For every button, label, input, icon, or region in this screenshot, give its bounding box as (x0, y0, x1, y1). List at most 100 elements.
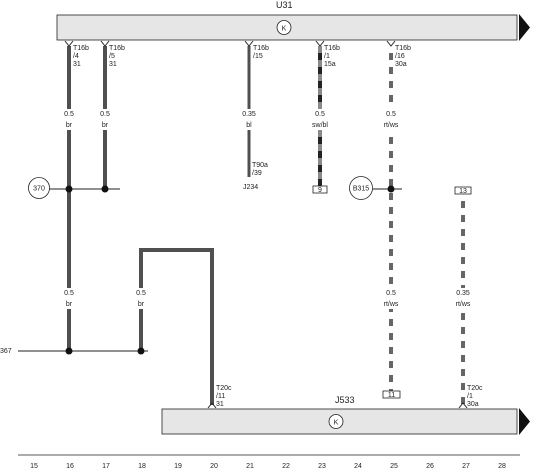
junction-dot (65, 347, 73, 355)
wire-size: 0.5 (386, 290, 396, 297)
j234-pin-label: /39 (252, 170, 262, 177)
junction-dot (65, 185, 73, 193)
ground-circle-b315 (349, 176, 373, 200)
pin-arrow-icon (458, 402, 468, 409)
wire-size: 0.5 (64, 111, 74, 118)
wire-color: sw/bl (312, 122, 328, 129)
pin-label: 30a (467, 401, 479, 408)
label-backing (377, 288, 405, 309)
column-number: 20 (210, 463, 218, 470)
connector-box-11-frame (382, 390, 401, 399)
pin-label: T20c (216, 385, 232, 392)
component-j533-symbol-icon (328, 414, 344, 429)
j234-label: J234 (243, 184, 258, 191)
pin-label: /16 (395, 53, 405, 60)
bottom-pin-labels: T20c /11 31 T20c /1 30a (216, 385, 483, 408)
junction-dot (137, 347, 145, 355)
pin-label: T16b (253, 45, 269, 52)
wire-color: br (66, 301, 73, 308)
pin-arrow-icon (64, 40, 74, 47)
column-number: 22 (282, 463, 290, 470)
label-backing (58, 109, 80, 130)
wire-size: 0.5 (64, 290, 74, 297)
wire-color: br (102, 122, 109, 129)
wire-size: 0.35 (242, 111, 256, 118)
ground-circle-370 (28, 177, 50, 199)
wire-size: 0.5 (386, 111, 396, 118)
pin-arrow-icon (207, 402, 217, 409)
wire-color: rt/ws (384, 301, 399, 308)
column-number: 27 (462, 463, 470, 470)
ground-point-370: 370 (28, 177, 50, 199)
top-pin-labels: T16b /4 31 T16b /5 31 T16b /15 T16b /1 1… (73, 45, 411, 68)
wire-color: rt/ws (456, 301, 471, 308)
wire-size: 0.5 (315, 111, 325, 118)
pin-arrow-icon (386, 40, 396, 47)
component-u31: K U31 (56, 0, 530, 41)
label-backing (94, 109, 116, 130)
upper-wire-labels: 0.5 br 0.5 br 0.35 bl 0.5 sw/bl 0.5 rt/w… (58, 109, 405, 130)
component-u31-symbol-icon (276, 20, 292, 35)
connector-box-11: 11 (382, 390, 401, 399)
junction-dot (387, 185, 395, 193)
junctions (65, 185, 395, 355)
j234-pin-label: T90a (252, 162, 268, 169)
side-label-367: 367 (0, 348, 12, 355)
label-backing (306, 109, 334, 130)
component-u31-label: U31 (276, 0, 293, 10)
pin-label: T16b (73, 45, 89, 52)
connector-box-11-label: 11 (388, 392, 395, 399)
connector-box-9-label: 9 (318, 187, 322, 194)
component-j533-arrow (519, 408, 530, 435)
column-number: 24 (354, 463, 362, 470)
pin-arrow-icon (244, 40, 254, 47)
wire-size: 0.5 (100, 111, 110, 118)
pin-label: /4 (73, 53, 79, 60)
pin-label: /1 (324, 53, 330, 60)
connector-box-9-frame (312, 185, 328, 194)
component-j234: T90a /39 J234 (243, 162, 268, 191)
wire-size: 0.35 (456, 290, 470, 297)
pin-label: /15 (253, 53, 263, 60)
wire-size: 0.5 (136, 290, 146, 297)
pin-label: /5 (109, 53, 115, 60)
wire-color: br (138, 301, 145, 308)
column-number: 16 (66, 463, 74, 470)
pin-label: 15a (324, 61, 336, 68)
pin-label: 31 (109, 61, 117, 68)
pin-label: 31 (216, 401, 224, 408)
pin-label: /11 (216, 393, 225, 400)
connector-box-13-label: 13 (459, 188, 467, 195)
component-u31-symbol-glyph: K (282, 26, 287, 33)
ground-label-b315: B315 (353, 186, 369, 193)
component-j533-symbol-glyph: K (334, 420, 339, 427)
column-number: 17 (102, 463, 110, 470)
column-number: 21 (246, 463, 254, 470)
column-number: 18 (138, 463, 146, 470)
label-backing (130, 288, 152, 309)
pin-label: T20c (467, 385, 483, 392)
pin-arrow-icon (100, 40, 110, 47)
ground-label-370: 370 (33, 186, 45, 193)
column-number: 23 (318, 463, 326, 470)
pin-label: T16b (324, 45, 340, 52)
pin-label: 30a (395, 61, 407, 68)
wire-color: rt/ws (384, 122, 399, 129)
pin-label: 31 (73, 61, 81, 68)
ground-point-b315: B315 (349, 176, 373, 200)
column-number: 19 (174, 463, 182, 470)
junction-dot (101, 185, 109, 193)
connector-box-13-frame (454, 186, 472, 195)
wire-18-20-loop (139, 248, 214, 405)
top-pin-arrows (64, 40, 396, 47)
connector-box-13: 13 (454, 186, 472, 195)
column-ruler: 15 16 17 18 19 20 21 22 23 24 25 26 27 2… (18, 454, 520, 470)
component-j533: K J533 (161, 395, 530, 435)
bottom-pin-arrows (207, 402, 468, 409)
column-number: 15 (30, 463, 38, 470)
wire-color: br (66, 122, 73, 129)
label-backing (58, 288, 80, 309)
lower-wire-labels: 0.5 br 0.5 br 0.5 rt/ws 0.35 rt/ws (58, 288, 477, 309)
pin-label: T16b (109, 45, 125, 52)
